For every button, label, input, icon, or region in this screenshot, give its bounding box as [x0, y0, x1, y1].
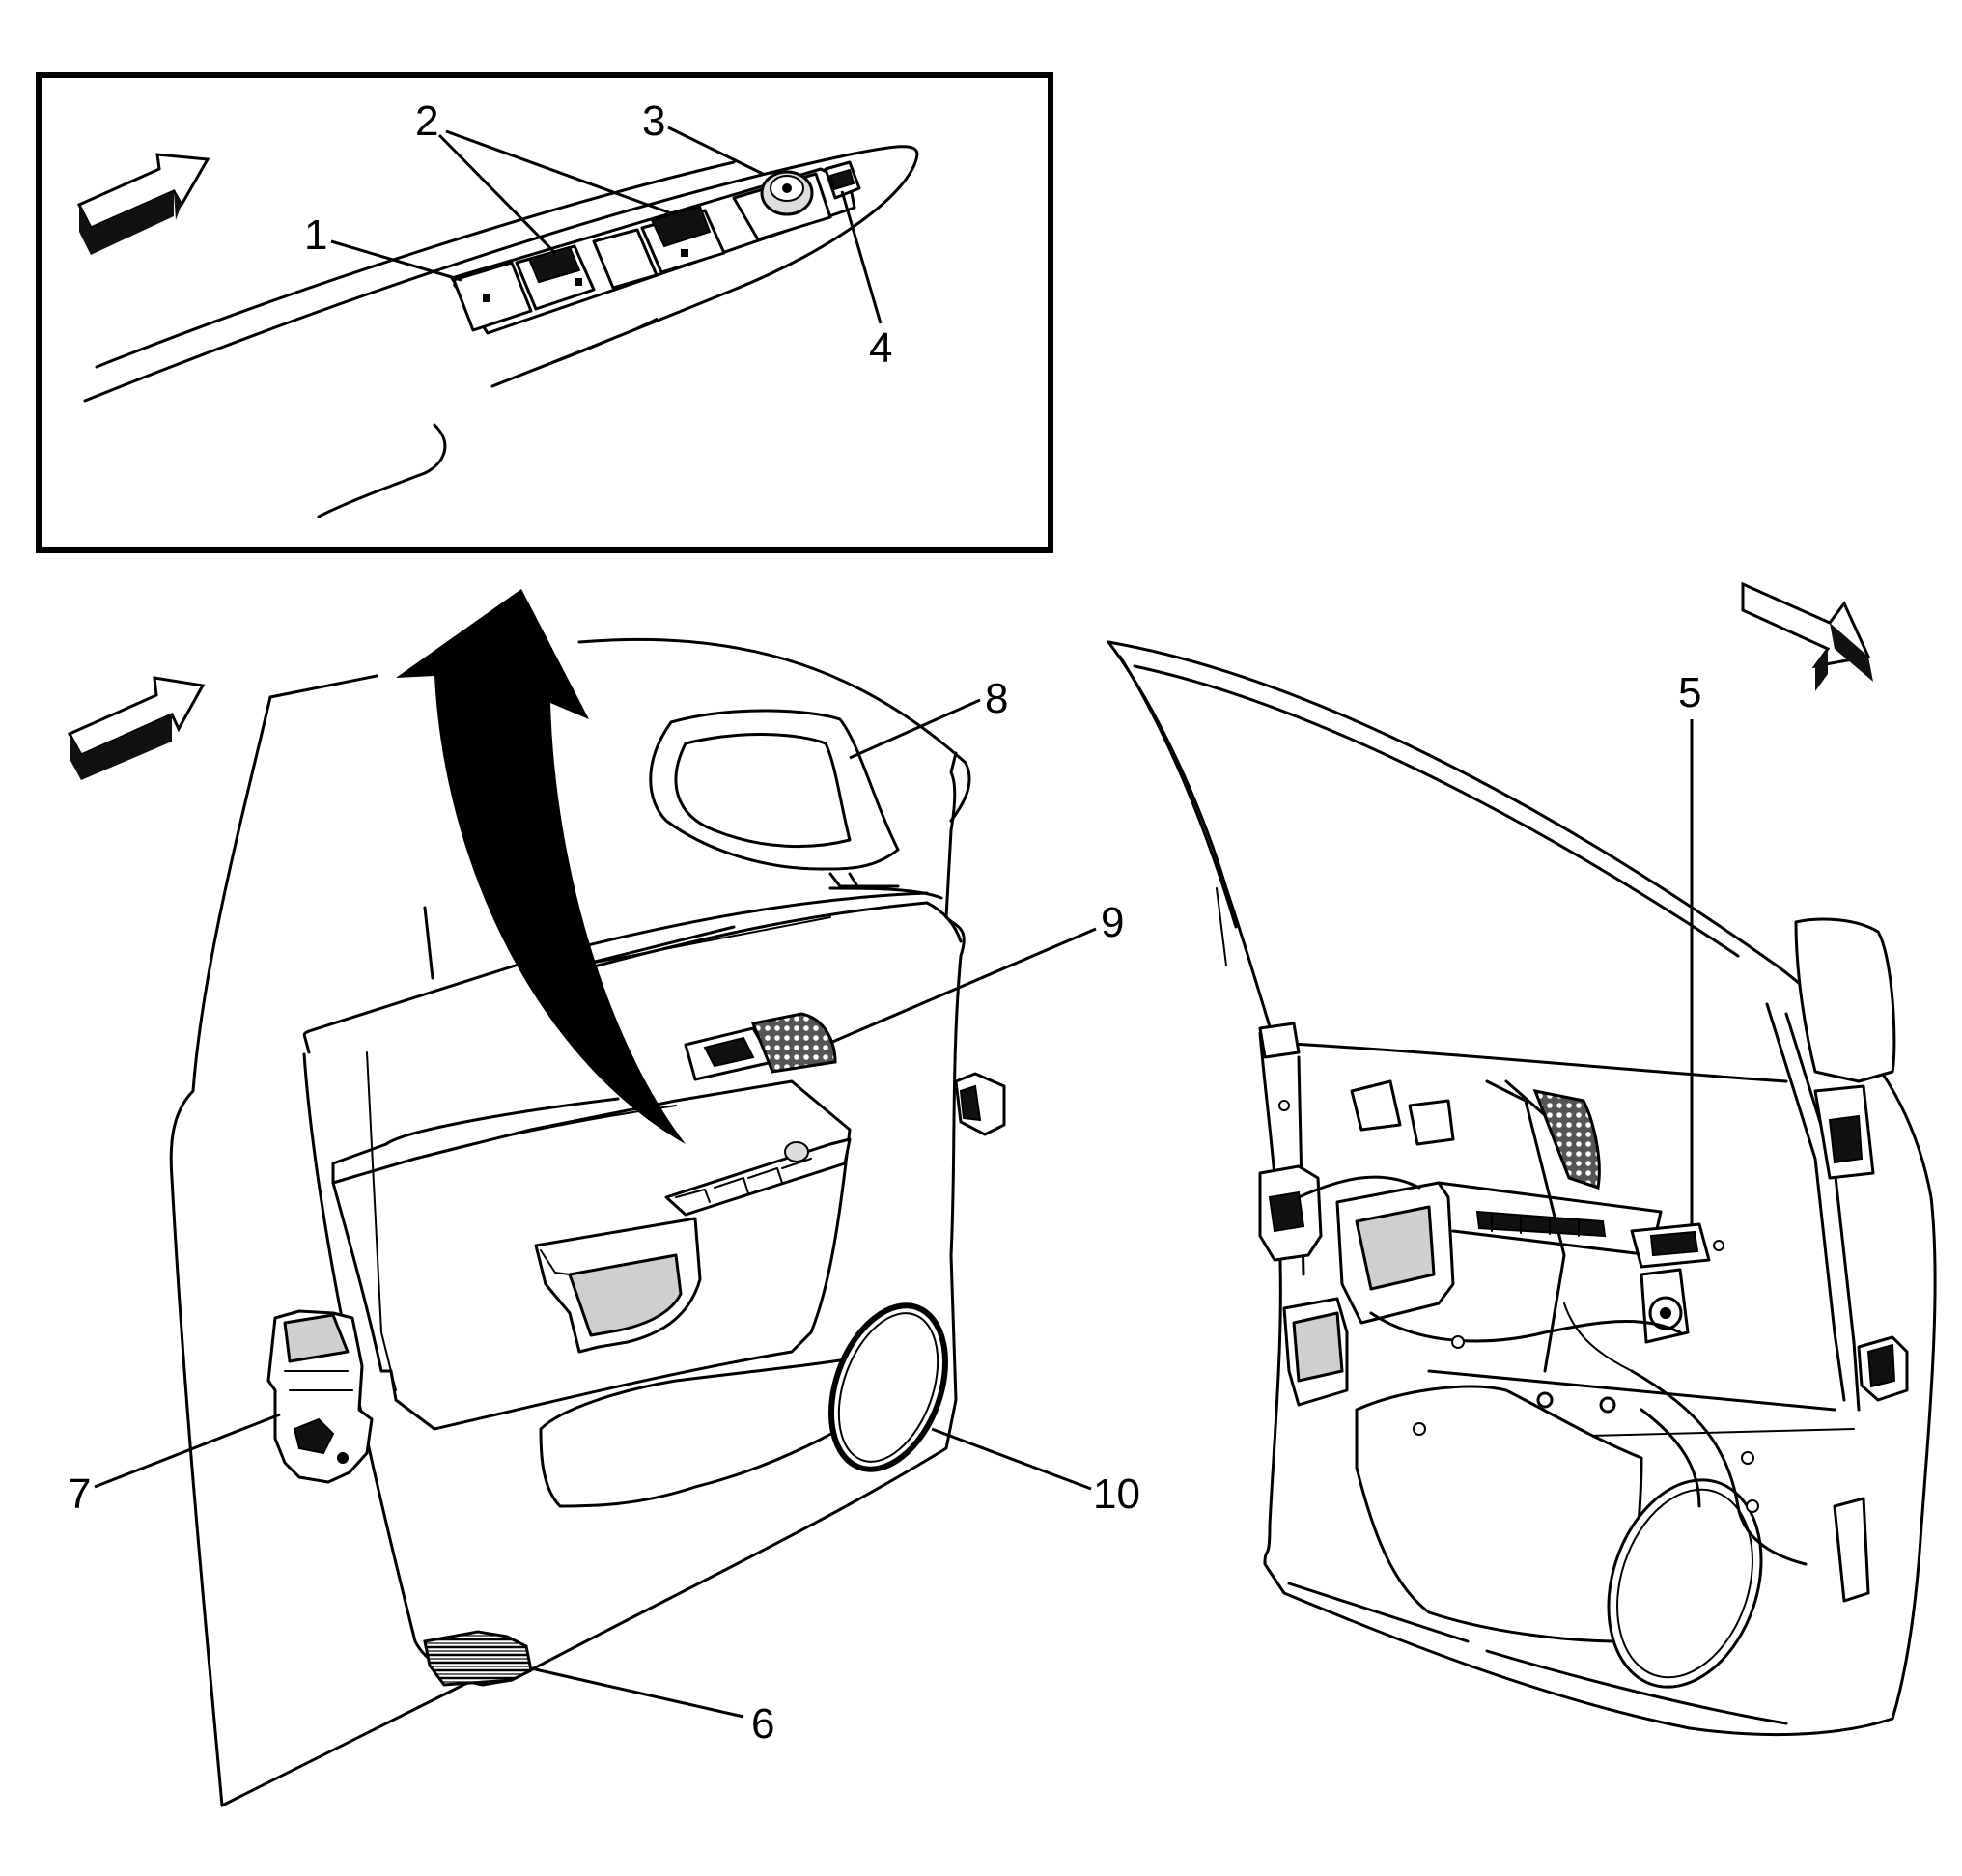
callout-9: 9 [829, 899, 1124, 1045]
callout-7-label: 7 [68, 1470, 91, 1518]
frame-fasteners [1278, 1100, 1759, 1513]
window-switch-module-harness [1630, 1222, 1711, 1344]
direction-arrow-icon [76, 153, 210, 255]
callout-1: 1 [304, 211, 462, 282]
frame-water-deflector [1355, 1385, 1643, 1643]
callout-2-label: 2 [415, 98, 438, 145]
door-lower-reflector [423, 1630, 533, 1687]
frame-handle-bezel [1335, 1181, 1663, 1325]
callout-2: 2 [415, 98, 675, 255]
window-switch-passenger-rear [640, 205, 726, 274]
callout-6-label: 6 [751, 1700, 774, 1748]
callout-4-label: 4 [869, 324, 892, 372]
door-outer-outline [169, 637, 971, 1807]
window-switch-rear [592, 228, 659, 290]
direction-arrow-left-icon [67, 676, 206, 780]
callout-5-label: 5 [1678, 669, 1701, 716]
outside-rearview-mirror [649, 709, 900, 888]
door-latch-module [266, 1309, 374, 1484]
callout-5: 5 [1678, 669, 1701, 1226]
removal-arrow-icon [396, 589, 686, 1144]
frame-side-connector [1833, 1335, 1909, 1603]
door-window-frame [1107, 640, 1937, 1721]
frame-upper-components [1350, 1079, 1601, 1190]
callout-3: 3 [642, 98, 764, 176]
callout-8: 8 [849, 675, 1008, 760]
callout-8-label: 8 [985, 675, 1008, 722]
callout-7: 7 [68, 1413, 281, 1518]
callout-6: 6 [530, 1666, 774, 1748]
trim-switch-bezel [664, 1137, 852, 1217]
door-trim-panel-assembly: 6 7 8 9 10 [67, 589, 1140, 1807]
inset-detail-panel: 1 2 3 4 [36, 72, 1053, 553]
frame-wiring-harness [1297, 1175, 1808, 1566]
window-switch-passenger-front [515, 244, 596, 311]
callout-9-label: 9 [1101, 899, 1124, 946]
frame-speaker-opening [1607, 1478, 1763, 1689]
trim-panel-body [302, 751, 966, 1687]
frame-latch-module [1258, 1164, 1349, 1407]
speaker-grille [828, 1302, 948, 1472]
door-inner-frame-assembly: 5 [1107, 581, 1937, 1737]
callout-10-label: 10 [1093, 1470, 1140, 1518]
callout-3-label: 3 [642, 98, 665, 145]
mirror-control-switch [732, 170, 832, 241]
frame-mirror-mount [1794, 917, 1896, 1180]
inside-door-handle [684, 1012, 837, 1081]
callout-1-label: 1 [304, 211, 327, 259]
door-lock-switch [824, 160, 861, 200]
callout-10: 10 [931, 1427, 1140, 1518]
trim-upper-belt [577, 886, 963, 977]
inset-armrest-outline [83, 145, 919, 518]
callout-4: 4 [840, 190, 892, 372]
direction-arrow-right-icon [1741, 581, 1873, 691]
trim-pull-handle [534, 1217, 702, 1354]
trim-wiring-connector [954, 1072, 1006, 1136]
window-switch-driver [452, 261, 533, 332]
